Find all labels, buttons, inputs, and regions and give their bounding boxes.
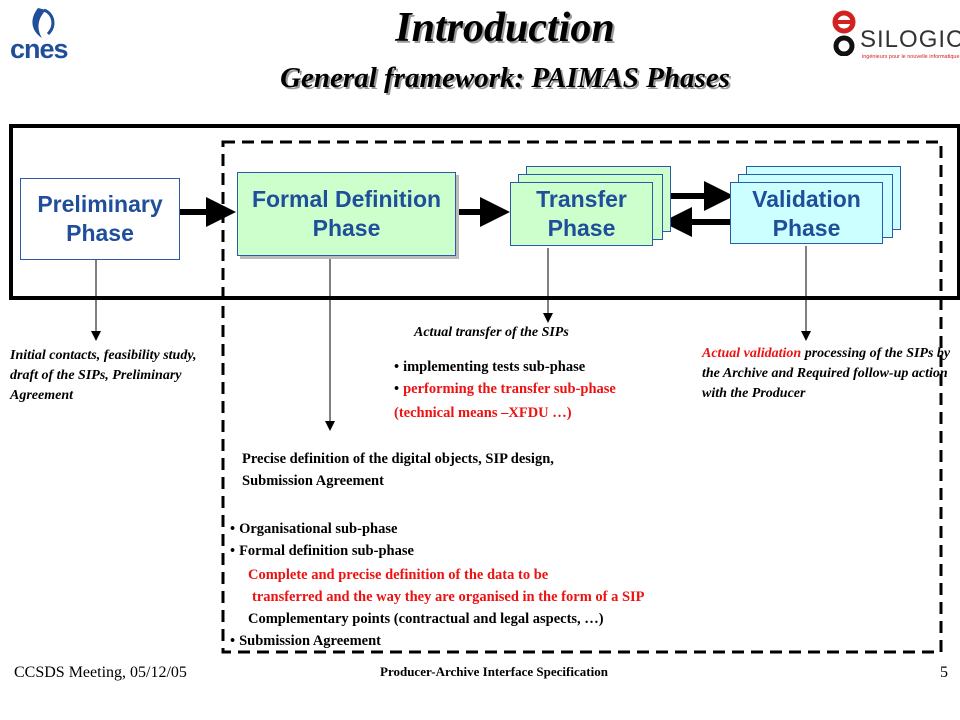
preliminary-phase-box: Preliminary Phase: [20, 178, 180, 260]
formal-complementary: Complementary points (contractual and le…: [248, 611, 604, 627]
cnes-logo-icon: [32, 8, 55, 38]
transfer-note-title: Actual transfer of the SIPs: [414, 325, 569, 340]
footer-spec-title: Producer-Archive Interface Specification: [380, 664, 608, 679]
transfer-bullet-tests-text: implementing tests sub-phase: [403, 359, 586, 375]
page-subtitle: General framework: PAIMAS Phases: [280, 62, 730, 94]
validation-note-highlight: Actual validation: [702, 346, 802, 361]
formal-bullet-submission-text: Submission Agreement: [239, 633, 382, 649]
cnes-logo: cnes: [8, 4, 78, 66]
formal-bullet-formal-definition: Formal definition sub-phase: [230, 540, 730, 562]
formal-note-description: Precise definition of the digital object…: [242, 451, 554, 489]
page-title: Introduction: [395, 5, 615, 51]
phase-band-frame: [9, 124, 960, 300]
transfer-bullet-performing-text: performing the transfer sub-phase: [403, 381, 616, 397]
formal-definition-phase-box: Formal Definition Phase: [237, 172, 456, 256]
silogic-logo-text: SILOGIC: [860, 26, 960, 53]
footer-meeting: CCSDS Meeting, 05/12/05: [14, 664, 187, 681]
transfer-bullet-tests: implementing tests sub-phase: [394, 356, 694, 378]
formal-bullet-organisational: Organisational sub-phase: [230, 518, 730, 540]
formal-red-line-1: Complete and precise definition of the d…: [248, 567, 549, 583]
preliminary-note: Initial contacts, feasibility study, dra…: [10, 348, 197, 403]
formal-bullet-formal-definition-text: Formal definition sub-phase: [239, 543, 414, 559]
cnes-logo-text: cnes: [10, 34, 69, 64]
validation-note-rest: processing of the SIPs by the Archive an…: [702, 346, 951, 401]
transfer-bullet-performing: performing the transfer sub-phase: [394, 378, 694, 400]
formal-bullet-submission: Submission Agreement: [230, 630, 730, 652]
transfer-phase-box: Transfer Phase: [510, 182, 653, 246]
silogic-e-icon: [832, 10, 856, 56]
silogic-tagline: ingénieurs pour le nouvelle informatique: [862, 54, 960, 60]
validation-note: Actual validation processing of the SIPs…: [702, 344, 952, 404]
formal-red-line-2: transferred and the way they are organis…: [252, 589, 645, 605]
validation-phase-box: Validation Phase: [730, 182, 883, 244]
formal-bullet-organisational-text: Organisational sub-phase: [239, 521, 398, 537]
transfer-bullet-performing-cont: (technical means –XFDU …): [394, 405, 572, 421]
silogic-logo: SILOGIC ingénieurs pour le nouvelle info…: [826, 8, 960, 68]
footer-page-number: 5: [940, 664, 948, 681]
dashed-scope-frame: [221, 140, 943, 654]
